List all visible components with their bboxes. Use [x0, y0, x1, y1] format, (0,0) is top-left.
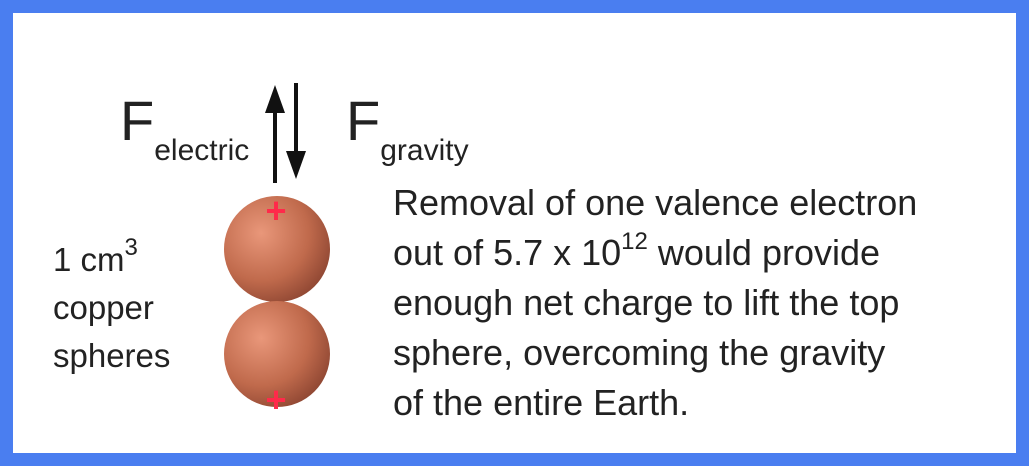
description-line-5: of the entire Earth. — [393, 382, 690, 423]
gravity-force-symbol: F — [346, 89, 381, 152]
gravity-force-label: Fgravity — [346, 93, 469, 166]
top-sphere: + — [224, 190, 330, 302]
bottom-charge-plus-icon: + — [265, 379, 286, 420]
force-arrows — [265, 83, 306, 183]
ratio-suffix: would provide — [647, 232, 881, 273]
electric-force-subscript: electric — [154, 134, 250, 167]
material-label: copper — [53, 289, 154, 326]
sphere-size-label: 1 cm3 — [53, 236, 138, 278]
ratio-text: out of 5.7 x 10 — [393, 232, 622, 273]
bottom-sphere: + — [224, 301, 330, 420]
ratio-exponent: 12 — [621, 228, 648, 255]
electric-force-symbol: F — [120, 89, 155, 152]
description-line-3: enough net charge to lift the top — [393, 282, 900, 323]
description-line-2: out of 5.7 x 1012 would provide — [393, 230, 881, 273]
copper-spheres: + + — [224, 190, 330, 420]
down-arrow-icon — [286, 83, 306, 179]
top-charge-plus-icon: + — [265, 190, 286, 231]
description-line-1: Removal of one valence electron — [393, 182, 918, 223]
size-value: 1 cm — [53, 241, 125, 278]
description-line-4: sphere, overcoming the gravity — [393, 332, 886, 373]
size-exponent: 3 — [124, 234, 138, 261]
electric-force-label: Felectric — [120, 93, 249, 166]
gravity-force-subscript: gravity — [380, 134, 469, 167]
up-arrow-icon — [265, 85, 285, 183]
shape-label: spheres — [53, 337, 171, 374]
